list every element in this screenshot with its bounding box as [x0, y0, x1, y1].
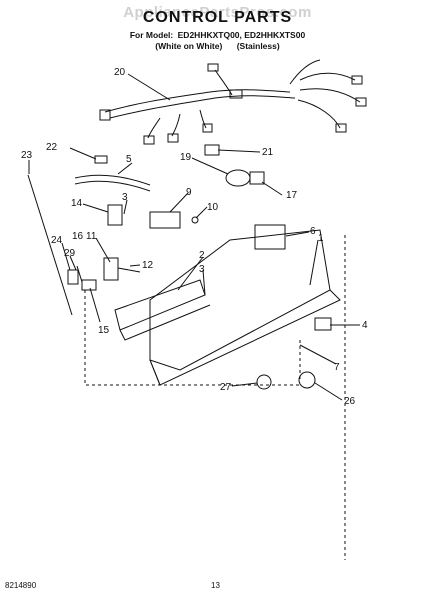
callout-16: 16	[72, 231, 84, 242]
model-line: For Model: ED2HHKXTQ00, ED2HHKXTS00	[0, 30, 435, 40]
callout-3a: 3	[122, 192, 128, 203]
callout-22: 22	[46, 142, 58, 153]
wire-harness	[99, 59, 367, 145]
variant-line: (White on White) (Stainless)	[0, 41, 435, 51]
assembly-guide-lines	[84, 235, 346, 560]
page-title: CONTROL PARTS	[142, 9, 293, 26]
callout-3b: 3	[199, 264, 205, 275]
control-housing	[114, 229, 341, 386]
callout-5: 5	[126, 154, 132, 165]
variant-white: (White on White)	[155, 41, 223, 51]
part-rod	[27, 174, 73, 316]
callout-20: 20	[114, 67, 126, 78]
callout-4: 4	[362, 320, 368, 331]
callout-24: 24	[51, 235, 63, 246]
part-button-small	[256, 374, 272, 390]
callout-10: 10	[207, 202, 219, 213]
callout-14: 14	[71, 198, 83, 209]
callout-labels: 20 22 5 23 21 19 17 14 3 9 10 6 1 24 16 …	[21, 67, 368, 407]
document-number: 8214890	[5, 581, 37, 590]
callout-11: 11	[86, 231, 97, 242]
part-24-29-clip	[67, 269, 79, 285]
part-bracket	[107, 204, 123, 226]
callout-1: 1	[318, 233, 324, 244]
callout-12: 12	[142, 260, 154, 271]
model-numbers: ED2HHKXTQ00, ED2HHKXTS00	[177, 30, 306, 40]
callout-23: 23	[21, 150, 33, 161]
callout-17: 17	[286, 190, 298, 201]
part-switch	[149, 211, 181, 229]
callout-27: 27	[220, 382, 232, 393]
part-button-large	[298, 371, 316, 389]
callout-7: 7	[334, 362, 340, 373]
part-lamp-bulb	[225, 169, 251, 187]
watermark: AppliancePartsPros.com	[123, 4, 312, 21]
callout-21: 21	[262, 147, 274, 158]
part-sensor	[314, 317, 332, 331]
callout-26: 26	[344, 396, 356, 407]
part-lamp-socket-bracket	[204, 144, 220, 156]
variant-stainless: (Stainless)	[236, 41, 280, 51]
part-clip	[94, 155, 108, 164]
callout-2: 2	[199, 250, 205, 261]
callout-29: 29	[64, 248, 76, 259]
part-cable	[74, 174, 151, 186]
callout-9: 9	[186, 187, 192, 198]
callout-19: 19	[180, 152, 192, 163]
callout-15: 15	[98, 325, 110, 336]
callout-6: 6	[310, 226, 316, 237]
callout-leaders	[28, 73, 360, 401]
page-number: 13	[211, 581, 220, 590]
part-control-knob	[103, 257, 119, 281]
model-label: For Model:	[129, 30, 174, 40]
